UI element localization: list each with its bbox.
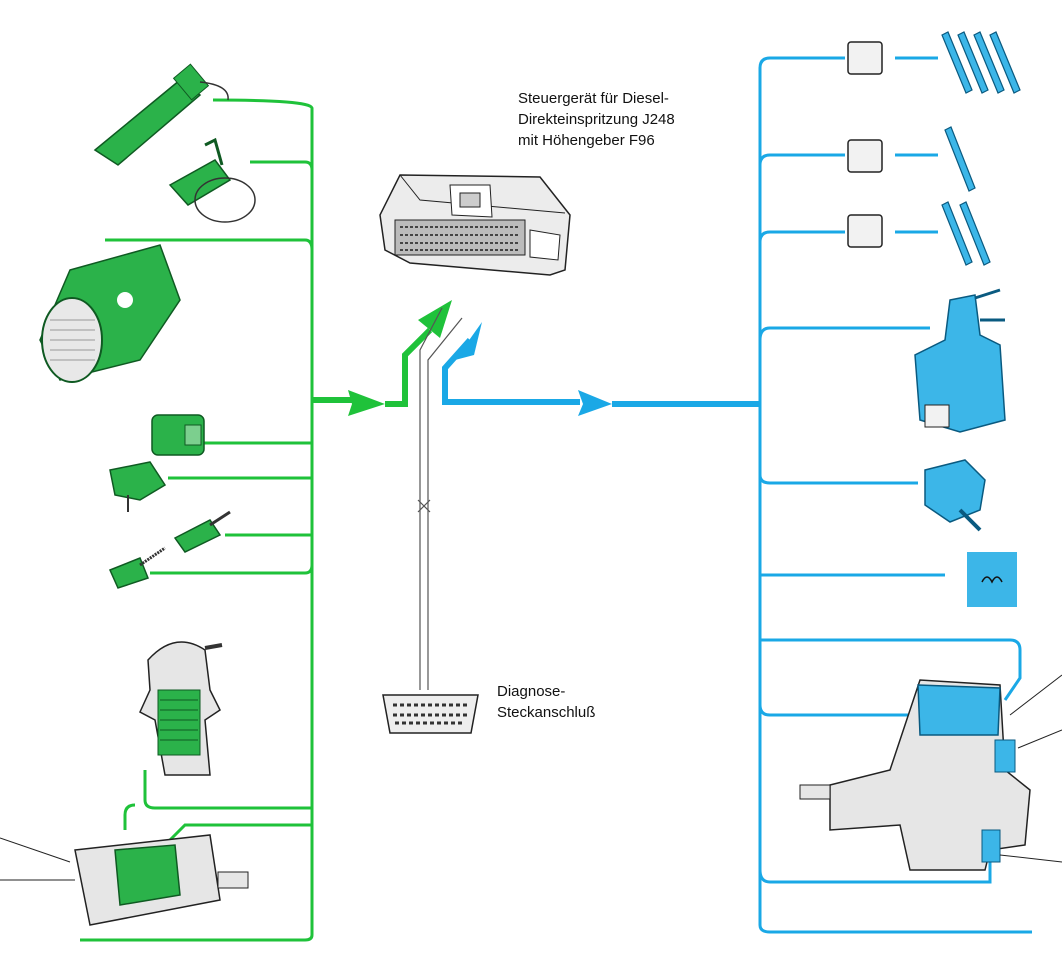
ecu-connector-pins <box>394 219 526 256</box>
output-wiring <box>758 56 1032 934</box>
egr-solenoid-valve <box>914 288 1006 433</box>
injector-needle-lift-sender <box>93 63 229 166</box>
injection-pump-actuators <box>799 674 1062 871</box>
glow-plug-relays <box>847 41 883 248</box>
diagnosis-label-line1: Diagnose- <box>497 683 566 700</box>
ecu-label: Steuergerät für Diesel- Direkteinspritzu… <box>518 88 675 151</box>
diagnosis-label: Diagnose- Steckanschluß <box>497 681 595 723</box>
injection-pump-sensors <box>0 834 249 926</box>
ecu-label-line2: Direkteinspritzung J248 <box>518 111 675 128</box>
ecu-label-line3: mit Höhengeber F96 <box>518 132 655 149</box>
charge-pressure-control-valve <box>924 459 986 532</box>
diagnosis-line <box>417 307 463 690</box>
engine-speed-sender <box>168 137 256 223</box>
accelerator-position-sender <box>139 641 223 776</box>
coolant-temperature-sender <box>151 414 205 456</box>
input-signal-arrow <box>312 300 452 416</box>
ecu-label-line1: Steuergerät für Diesel- <box>518 90 669 107</box>
air-mass-meter <box>39 244 181 383</box>
clutch-pedal-switch <box>173 510 231 553</box>
glow-period-warning-lamp <box>967 552 1017 607</box>
output-signal-arrow <box>442 322 760 416</box>
diagnosis-connector <box>382 694 479 734</box>
diagnosis-label-line2: Steckanschluß <box>497 704 596 721</box>
input-wiring <box>80 98 314 942</box>
glow-plugs <box>941 31 1021 266</box>
fuel-temperature-sender <box>109 461 167 512</box>
ecu-unit <box>379 174 571 276</box>
brake-light-switch <box>108 546 166 589</box>
